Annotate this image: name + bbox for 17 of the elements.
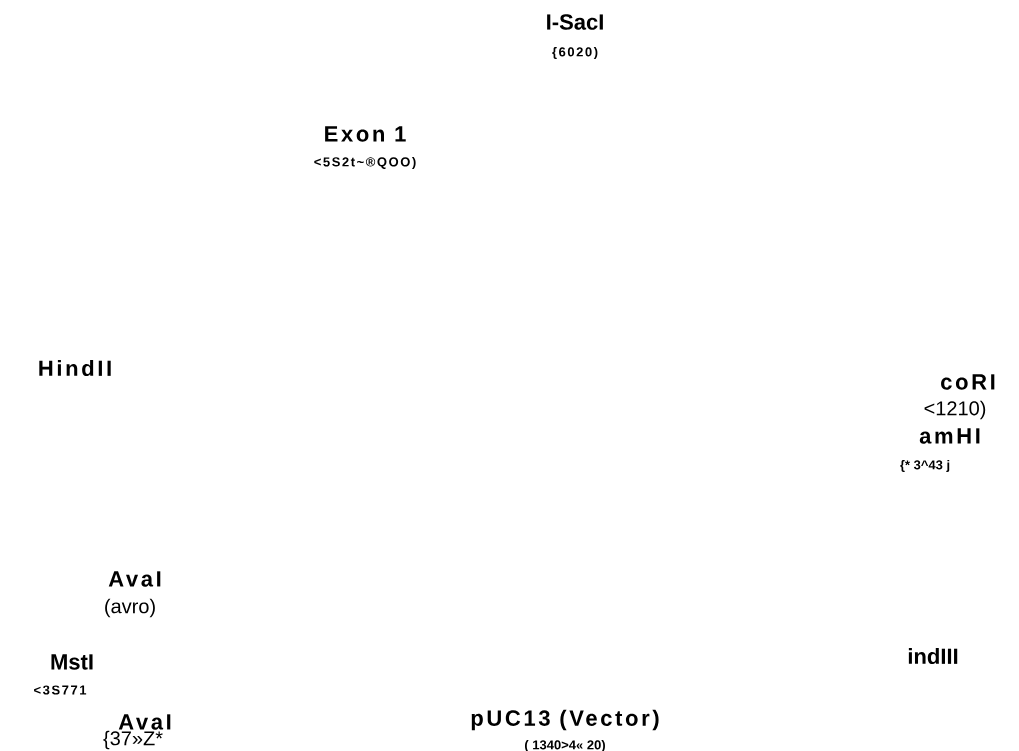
site-name: coRI (941, 374, 995, 390)
site-name: I-SacI (547, 14, 603, 30)
site-name: MstI (51, 654, 93, 670)
exon-position: <5S2t~®QOO) (314, 156, 416, 170)
site-position: {6020) (552, 46, 598, 60)
site-name: AvaI (108, 571, 161, 587)
site-position: {37»Z* (103, 730, 163, 750)
site-name: amHI (919, 428, 980, 444)
site-position: {* 3^43 j (900, 459, 950, 473)
site-name: HindII (39, 359, 111, 377)
vector-name: pUC13 (Vector) (471, 709, 659, 731)
site-name: AvaI (118, 714, 171, 730)
site-position: <1210) (924, 400, 986, 420)
site-name: indIII (908, 647, 958, 665)
site-position: (avro) (105, 598, 155, 618)
site-position: <3S771 (34, 685, 87, 695)
exon-name: Exon 1 (325, 126, 406, 142)
